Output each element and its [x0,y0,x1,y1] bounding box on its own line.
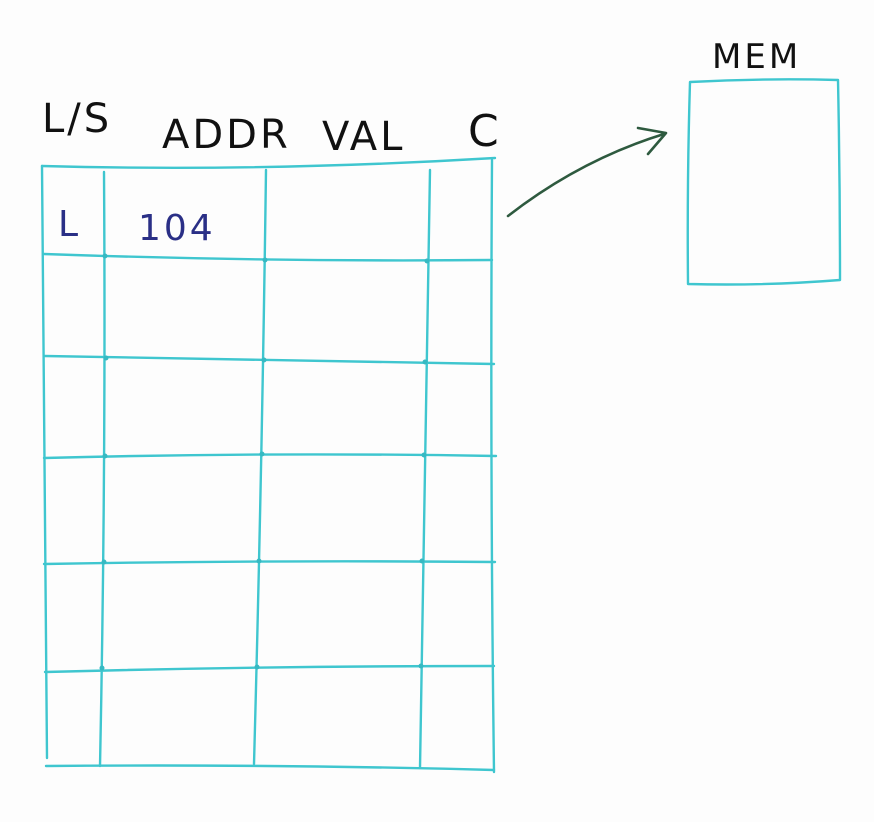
grid-row-line-4 [42,560,497,566]
header-ls: L/S [42,96,112,142]
cell-ls: L [58,204,81,245]
grid-col-line-3 [418,168,432,770]
grid-top-edge [40,156,497,169]
grid-right-edge [490,158,496,774]
grid-col-line-2 [252,168,268,766]
grid-bottom-edge [44,764,496,772]
cell-addr: 104 [138,208,216,249]
memory-block: MEM [686,37,842,286]
arrow-shaft [506,132,666,218]
grid-left-edge [40,164,49,760]
arrow-head-icon [636,126,668,156]
queue-table-grid [40,156,498,774]
memory-box [686,78,842,286]
arrow-to-memory [506,126,668,218]
table-headers: L/S ADDR VAL C [42,96,502,160]
header-addr: ADDR [162,112,291,158]
header-c: C [468,106,502,157]
grid-row-line-3 [42,453,498,460]
table-row: L 104 [58,204,216,249]
memory-label: MEM [712,37,801,77]
grid-row-line-5 [43,664,496,674]
header-val: VAL [322,114,405,160]
grid-row-line-1 [42,252,494,262]
grid-col-line-1 [98,170,106,768]
